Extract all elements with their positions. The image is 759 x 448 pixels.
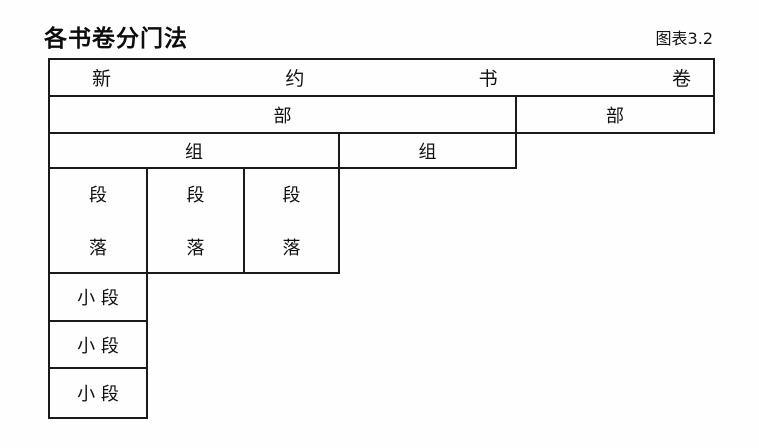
nt-books-char-1: 新 [92,68,112,90]
nt-books-row: 新 约 书 卷 [48,58,715,97]
nt-books-char-3: 书 [478,68,498,90]
paragraph-cell-3-top: 段 [282,185,301,206]
part-cell-1: 部 [48,95,517,134]
nt-books-char-4: 卷 [671,68,691,90]
page-title: 各书卷分门法 [44,26,188,52]
group-cell-2-label: 组 [418,141,437,163]
paragraph-cell-2-top: 段 [186,185,205,206]
subsection-cell-3-label: 小 段 [77,384,119,405]
paragraph-cell-2: 段 落 [146,167,245,274]
paragraph-cell-2-bottom: 落 [186,238,205,259]
paragraph-cell-3: 段 落 [243,167,340,274]
nt-books-char-2: 约 [285,68,305,90]
subsection-cell-2-label: 小 段 [77,335,119,357]
part-cell-2-label: 部 [606,105,624,127]
subsection-cell-1: 小 段 [48,272,148,322]
paragraph-cell-1-top: 段 [89,185,107,206]
paragraph-cell-1-bottom: 落 [89,238,107,259]
figure-number-label: 图表3.2 [655,29,713,48]
part-cell-2: 部 [515,95,715,134]
subsection-cell-3: 小 段 [48,367,148,419]
group-cell-2: 组 [338,132,517,169]
paragraph-cell-1: 段 落 [48,167,148,274]
group-cell-1: 组 [48,132,340,169]
part-cell-1-label: 部 [273,105,292,127]
group-cell-1-label: 组 [185,141,203,163]
subsection-cell-2: 小 段 [48,320,148,369]
subsection-cell-1-label: 小 段 [77,288,119,309]
paragraph-cell-3-bottom: 落 [282,238,301,259]
